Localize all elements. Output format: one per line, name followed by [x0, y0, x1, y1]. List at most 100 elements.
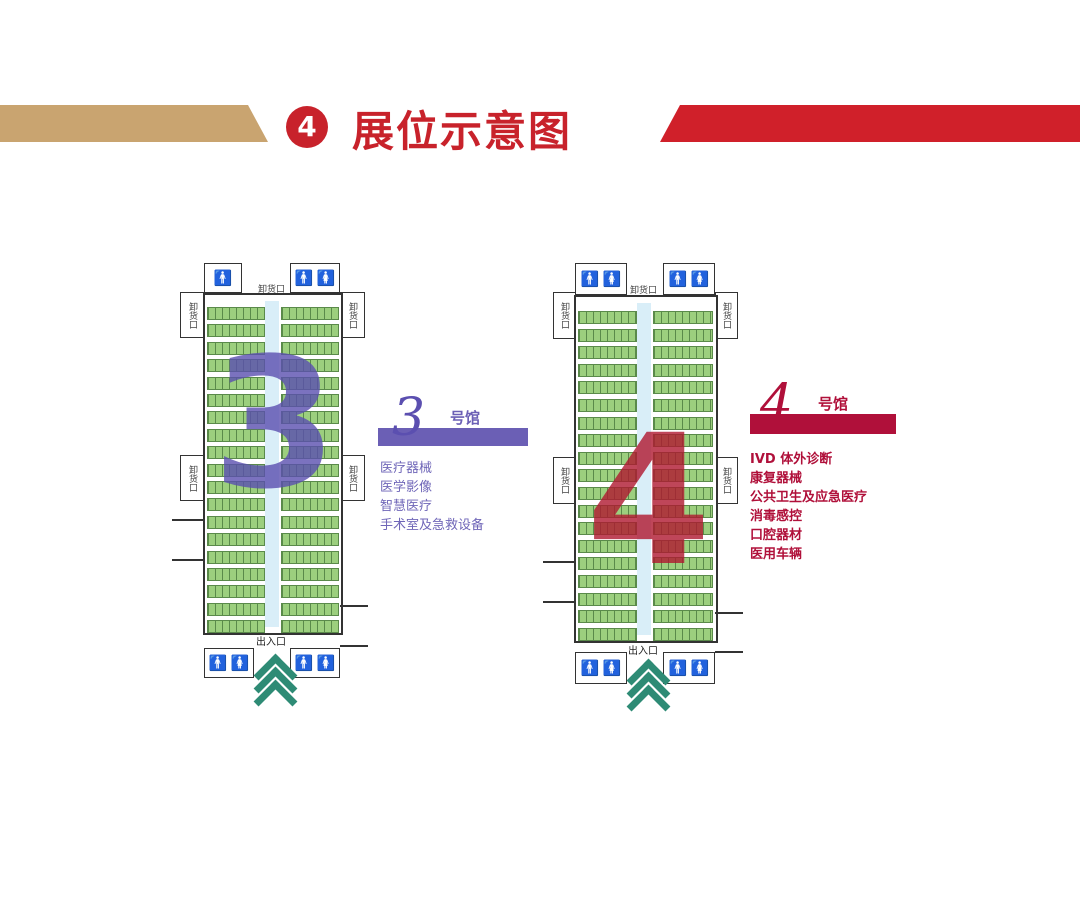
hall-4-big-number: 4 — [586, 397, 712, 606]
booth-row — [281, 411, 339, 425]
booth-row — [207, 307, 265, 320]
hall-3-category-list: 医疗器械 医学影像 智慧医疗 手术室及急救设备 — [380, 459, 484, 535]
booth-row — [281, 585, 339, 599]
booth-row — [207, 463, 265, 477]
booth-row — [578, 469, 637, 483]
booth-row — [578, 504, 637, 518]
booth-row — [207, 481, 265, 494]
booth-row — [653, 346, 713, 360]
aisle — [265, 301, 279, 627]
booth-row — [578, 311, 637, 324]
top-unloading-label: 卸货口 — [630, 286, 658, 296]
booth-row — [207, 515, 265, 529]
booth-row — [653, 592, 713, 606]
booth-row — [578, 575, 637, 588]
booth-row — [653, 469, 713, 483]
unloading-door: 卸货口 — [180, 292, 205, 338]
section-number-badge: 4 — [286, 106, 328, 148]
booth-row — [578, 346, 637, 360]
booth-row — [207, 428, 265, 442]
booth-row — [281, 428, 339, 442]
restroom-icon: 🚹🚺 — [663, 263, 715, 295]
category-item: IVD 体外诊断 — [750, 452, 833, 467]
booth-row — [281, 533, 339, 547]
hall-4-label-number: 4 — [760, 374, 794, 434]
booth-row — [653, 575, 713, 588]
booth-row — [207, 585, 265, 599]
booth-row — [653, 451, 713, 465]
category-item: 康复器械 — [750, 471, 803, 486]
booth-row — [653, 557, 713, 571]
unloading-door: 卸货口 — [340, 292, 365, 338]
hall-3-floor — [203, 293, 343, 635]
booth-row — [578, 451, 637, 465]
category-item: 口腔器材 — [750, 528, 803, 543]
booth-row — [281, 446, 339, 460]
booth-row — [207, 446, 265, 460]
booth-row — [653, 539, 713, 553]
booth-row — [653, 487, 713, 500]
booth-row — [653, 399, 713, 412]
booth-row — [653, 381, 713, 395]
booth-row — [578, 328, 637, 342]
hall-3-label-number: 3 — [392, 388, 426, 448]
top-unloading-label: 卸货口 — [258, 285, 286, 295]
unloading-door: 卸货口 — [553, 292, 576, 339]
booth-row — [578, 416, 637, 430]
booth-row — [578, 381, 637, 395]
restroom-icon: 🚹🚺 — [575, 652, 627, 684]
booth-row — [281, 394, 339, 407]
booth-row — [578, 627, 637, 641]
booth-row — [653, 610, 713, 624]
unloading-door: 卸货口 — [340, 455, 365, 501]
hall-3-label-bar — [378, 428, 528, 446]
category-item: 医学影像 — [380, 480, 433, 495]
booth-row — [207, 533, 265, 547]
hall-4-label-bar — [750, 414, 896, 434]
booth-row — [281, 324, 339, 338]
booth-row — [207, 602, 265, 616]
unloading-door: 卸货口 — [180, 455, 205, 501]
booth-row — [281, 568, 339, 581]
booth-row — [653, 416, 713, 430]
restroom-icon: 🚹 — [204, 263, 242, 293]
restroom-icon: 🚹🚺 — [204, 648, 254, 678]
booth-row — [578, 539, 637, 553]
booth-row — [653, 627, 713, 641]
booth-row — [578, 487, 637, 500]
booth-row — [281, 550, 339, 564]
hall-4-label-suffix: 号馆 — [818, 395, 849, 413]
booth-row — [281, 463, 339, 477]
category-item: 医疗器械 — [380, 461, 433, 476]
booth-row — [207, 498, 265, 512]
booth-row — [281, 341, 339, 355]
hall-3-big-number: 3 — [212, 320, 338, 529]
booth-row — [207, 359, 265, 373]
category-item: 公共卫生及应急医疗 — [750, 490, 868, 505]
hall-4-floor — [574, 295, 718, 643]
restroom-icon: 🚹🚺 — [575, 263, 627, 295]
unloading-door: 卸货口 — [553, 457, 576, 504]
category-item: 消毒感控 — [750, 509, 803, 524]
category-item: 医用车辆 — [750, 547, 803, 562]
booth-row — [578, 610, 637, 624]
booth-row — [281, 620, 339, 634]
hall-4-category-list: IVD 体外诊断 康复器械 公共卫生及应急医疗 消毒感控 口腔器材 医用车辆 — [750, 450, 867, 564]
restroom-icon: 🚹🚺 — [290, 263, 340, 293]
unloading-door: 卸货口 — [715, 457, 738, 504]
booth-row — [578, 399, 637, 412]
booth-row — [281, 359, 339, 373]
booth-row — [207, 620, 265, 634]
booth-row — [653, 311, 713, 324]
aisle — [637, 303, 651, 635]
category-item: 智慧医疗 — [380, 499, 433, 514]
booth-row — [207, 568, 265, 581]
unloading-door: 卸货口 — [715, 292, 738, 339]
restroom-icon: 🚹🚺 — [290, 648, 340, 678]
header-gold-bar — [0, 105, 268, 142]
booth-row — [653, 328, 713, 342]
restroom-icon: 🚹🚺 — [663, 652, 715, 684]
booth-row — [281, 515, 339, 529]
booth-row — [207, 411, 265, 425]
category-item: 手术室及急救设备 — [380, 518, 485, 533]
